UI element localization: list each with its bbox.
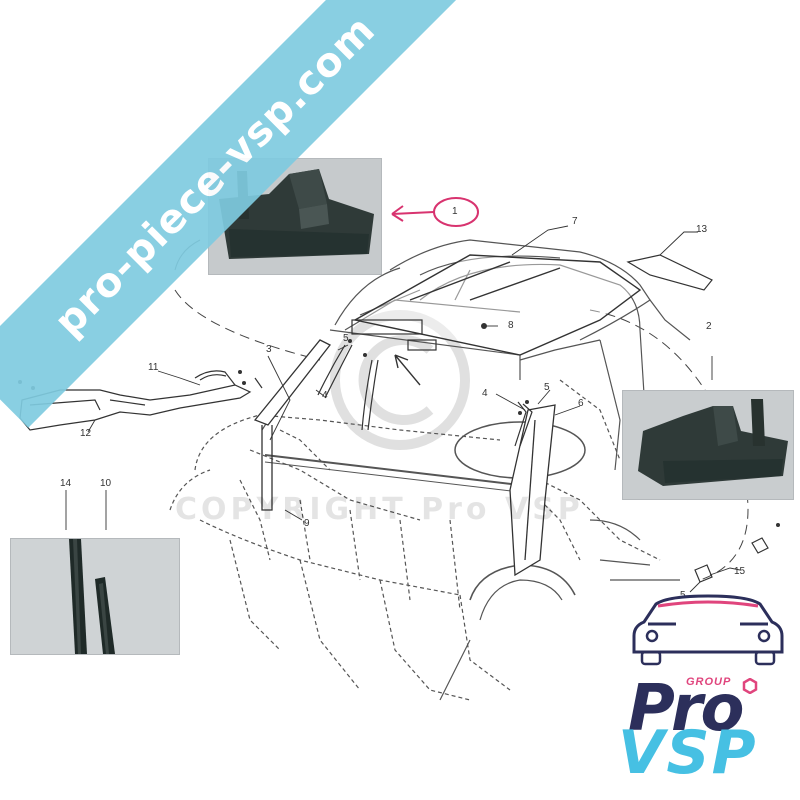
callout-11: 11: [148, 362, 159, 373]
leader-lines: [65, 225, 741, 593]
callout-3: 3: [266, 344, 272, 355]
roof-panel-7: [353, 254, 642, 356]
logo-hexagon-icon: [742, 678, 758, 694]
part-15-brackets: [694, 537, 769, 583]
callout-10: 10: [100, 478, 112, 489]
callout-5-left: 5: [343, 333, 349, 344]
callout-7: 7: [572, 216, 578, 227]
callout-4-left: 4: [322, 390, 328, 401]
part-1-highlight: [391, 197, 479, 227]
center-console-11-12: [19, 370, 263, 431]
part-13-strip: [626, 254, 713, 291]
pillar-6: [509, 404, 556, 577]
callout-12: 12: [80, 428, 92, 439]
callout-14: 14: [60, 478, 72, 489]
logo-group-text: GROUP: [686, 676, 732, 688]
callout-15: 15: [734, 566, 746, 577]
callout-2: 2: [706, 321, 712, 332]
logo-vsp-text: VSP: [618, 718, 758, 788]
logo-car-outline: [632, 594, 784, 666]
callout-5-bottom: 5: [680, 590, 686, 601]
callout-5-right: 5: [544, 382, 550, 393]
photo-parts-14-10: [10, 538, 180, 655]
callout-1: 1: [452, 206, 458, 217]
callout-13: 13: [696, 224, 708, 235]
brackets-4-5: [317, 344, 533, 447]
callout-4-right: 4: [482, 388, 488, 399]
callout-8: 8: [508, 320, 514, 331]
watermark-copyright: COPYRIGHT Pro VSP: [175, 492, 584, 527]
arrow-v: [394, 354, 421, 386]
a-pillar-3: [253, 339, 331, 511]
logo-pro-text: Pro: [628, 672, 744, 746]
photo-part-2: [622, 390, 794, 500]
callout-9: 9: [304, 518, 310, 529]
photo-part-2-image: [623, 391, 793, 499]
callout-6: 6: [578, 398, 584, 409]
photo-parts-14-10-image: [11, 539, 179, 654]
